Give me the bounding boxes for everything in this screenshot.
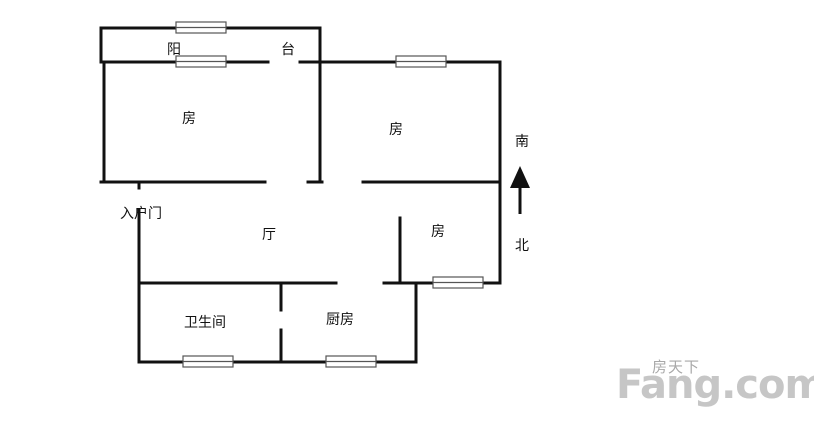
- living-room-label: 厅: [262, 227, 276, 243]
- balcony-label-right: 台: [281, 42, 295, 58]
- bedroom-2-label: 房: [389, 122, 403, 138]
- watermark-brand-text: Fang.com: [616, 362, 814, 408]
- watermark-top-text: 房天下: [652, 358, 701, 376]
- bedroom-3-label: 房: [431, 224, 445, 240]
- bedroom-1-label: 房: [182, 111, 196, 127]
- south-label: 南: [515, 134, 529, 150]
- north-arrow: [510, 166, 530, 214]
- kitchen-label: 厨房: [326, 312, 354, 328]
- bathroom-label: 卫生间: [184, 315, 226, 331]
- windows: [175, 21, 484, 368]
- walls: [99, 26, 502, 364]
- entrance-label: 入户门: [120, 206, 162, 222]
- north-label: 北: [515, 238, 529, 254]
- balcony-label-left: 阳: [167, 42, 181, 58]
